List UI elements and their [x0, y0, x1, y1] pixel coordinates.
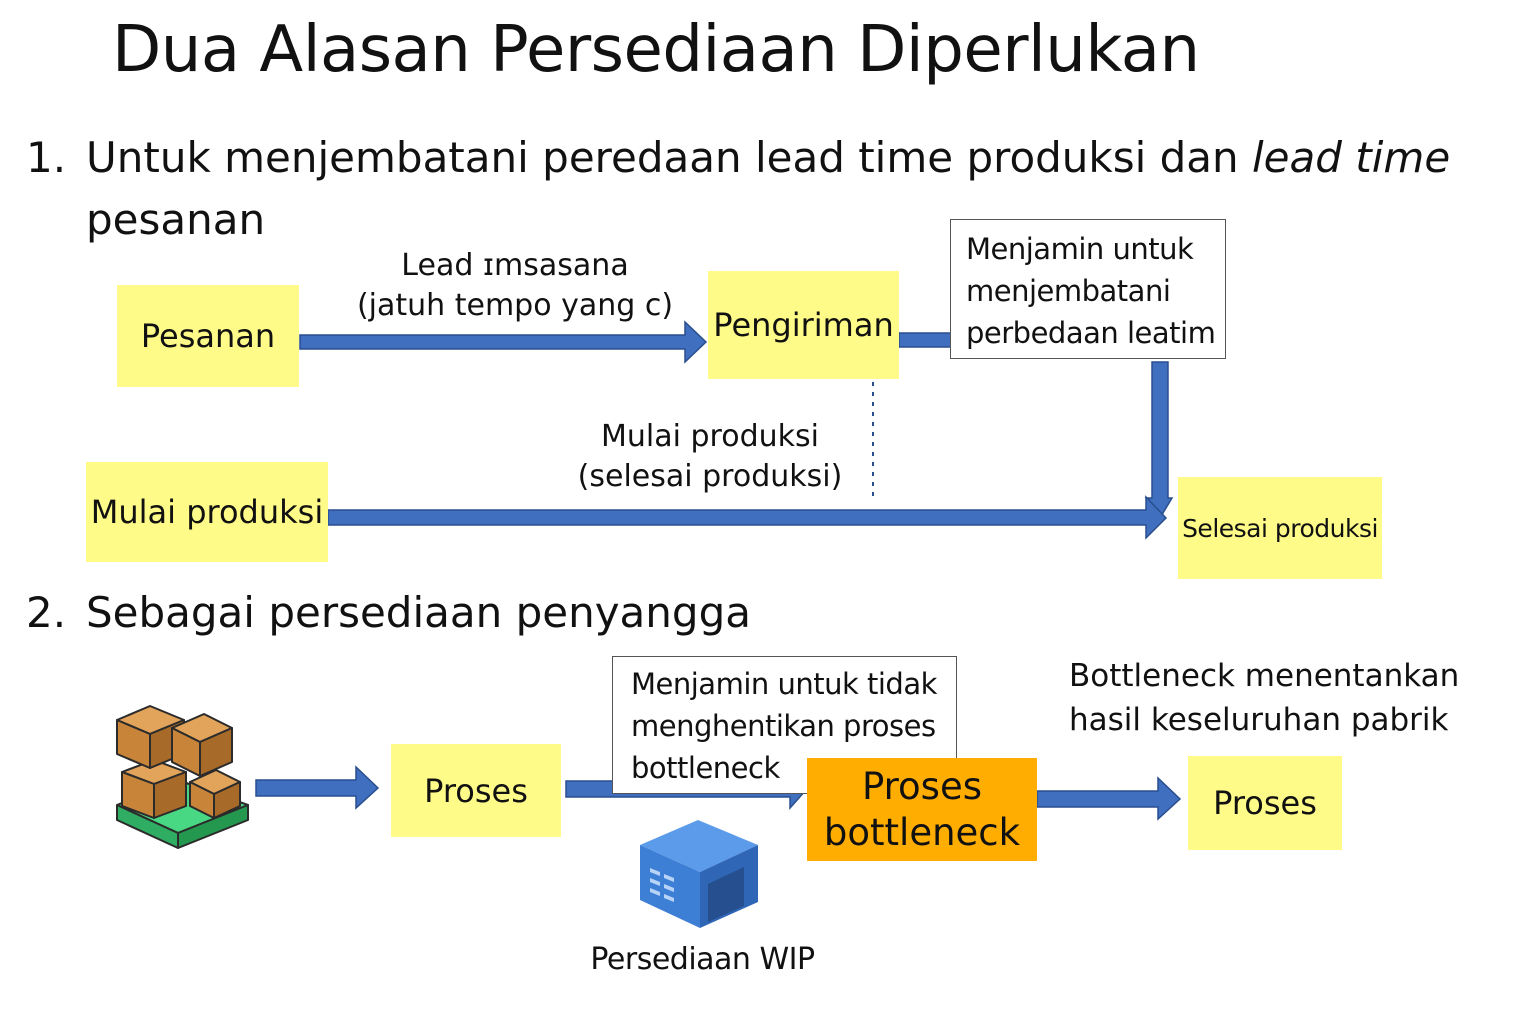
production-finish-note: Selesai produksi — [1178, 477, 1382, 579]
point-1-number: 1. — [26, 133, 67, 182]
point-1-text-cont: pesanan — [86, 195, 266, 244]
point-1-text: Untuk menjembatani peredaan lead time pr… — [86, 130, 1450, 186]
arrow-callout-down-to-finish — [1144, 361, 1174, 520]
bottleneck-process-line-2: bottleneck — [823, 810, 1021, 854]
point-2-text: Sebagai persediaan penyangga — [86, 588, 751, 637]
production-start-note: Mulai produksi — [86, 462, 328, 562]
bottleneck-note-line-2: hasil keseluruhan pabrik — [1069, 702, 1449, 738]
bottleneck-note: Bottleneck menentankan hasil keseluruhan… — [1069, 654, 1459, 742]
lead-time-label-line-1: Lead ɪmsasana — [401, 248, 629, 283]
warehouse-icon — [640, 820, 758, 928]
bridging-callout-line-1: Menjamin untuk — [966, 232, 1194, 266]
bridging-callout-line-3: perbedaan leatim — [966, 316, 1216, 350]
bottleneck-process-box: Proses bottleneck — [807, 758, 1037, 861]
buffer-callout-line-1: Menjamin untuk tidak — [631, 667, 937, 701]
process-2-note: Proses — [1188, 756, 1342, 850]
delivery-note: Pengiriman — [708, 271, 899, 379]
point-1-text-italic: lead time — [1252, 133, 1451, 182]
arrow-order-to-delivery — [299, 320, 708, 364]
lead-time-label-line-2: (jatuh tempo yang c) — [356, 288, 674, 323]
buffer-callout: Menjamin untuk tidak menghentikan proses… — [612, 656, 957, 794]
arrow-inventory-to-process — [255, 765, 380, 810]
wip-inventory-label: Persediaan WIP — [590, 942, 815, 977]
bridging-callout-line-2: menjembatani — [966, 274, 1171, 308]
point-1-text-a: Untuk menjembatani peredaan lead time pr… — [86, 133, 1253, 182]
buffer-callout-line-2: menghentikan proses — [631, 709, 936, 743]
page-title: Dua Alasan Persediaan Diperlukan — [112, 13, 1200, 87]
connector-delivery-to-callout — [898, 332, 952, 348]
point-2-number: 2. — [26, 588, 67, 637]
buffer-callout-line-3: bottleneck — [631, 751, 780, 785]
boxes-on-pallet-icon — [116, 705, 249, 849]
lead-time-label: Lead ɪmsasana (jatuh tempo yang c) — [350, 246, 680, 326]
arrow-bottleneck-to-process — [1036, 776, 1182, 821]
arrow-start-to-finish — [327, 495, 1168, 540]
production-label-line-1: Mulai produksi — [601, 419, 819, 454]
process-1-note: Proses — [391, 744, 561, 837]
production-label: Mulai produksi (selesai produksi) — [560, 417, 860, 497]
production-label-line-2: (selesai produksi) — [577, 459, 843, 494]
order-note: Pesanan — [117, 285, 299, 387]
bridging-callout: Menjamin untuk menjembatani perbedaan le… — [950, 219, 1226, 359]
bottleneck-process-line-1: Proses — [861, 764, 982, 808]
bottleneck-note-line-1: Bottleneck menentankan — [1069, 658, 1460, 694]
